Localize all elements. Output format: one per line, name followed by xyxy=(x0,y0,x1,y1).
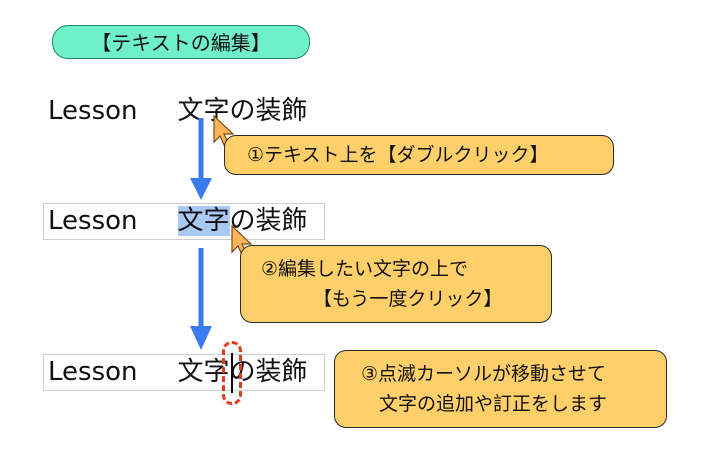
step3-textbox[interactable] xyxy=(43,354,325,391)
callout-step2: ②編集したい文字の上で 【もう一度クリック】 xyxy=(240,245,552,323)
arrow-down-icon xyxy=(190,118,212,200)
caret-highlight-ring xyxy=(222,341,242,405)
step2-word2: の装飾 xyxy=(229,206,308,236)
arrow-down-icon xyxy=(190,248,212,350)
callout-step3-line1: ③点滅カーソルが移動させて xyxy=(361,363,607,385)
step3-word2: の装飾 xyxy=(229,357,308,387)
step2-selected-word: 文字 xyxy=(177,206,230,236)
step3-prefix: Lesson xyxy=(48,357,138,387)
title-pill: 【テキストの編集】 xyxy=(52,25,310,59)
step1-word2: の装飾 xyxy=(229,96,308,126)
callout-step1: ①テキスト上を【ダブルクリック】 xyxy=(224,135,614,175)
step1-prefix: Lesson xyxy=(48,96,138,126)
step1-text[interactable]: Lesson 文字の装飾 xyxy=(48,94,308,128)
callout-step2-line1: ②編集したい文字の上で xyxy=(261,258,469,280)
text-caret xyxy=(231,353,233,393)
callout-step3-line2: 文字の追加や訂正をします xyxy=(379,393,608,415)
step3-word1: 文字 xyxy=(177,357,230,387)
callout-step3: ③点滅カーソルが移動させて 文字の追加や訂正をします xyxy=(334,350,667,428)
step1-word1: 文字 xyxy=(177,96,230,126)
title-label: 【テキストの編集】 xyxy=(91,31,271,55)
callout-step1-text: ①テキスト上を【ダブルクリック】 xyxy=(247,144,549,166)
step2-text[interactable]: Lesson 文字の装飾 xyxy=(48,204,308,238)
step3-text[interactable]: Lesson 文字の装飾 xyxy=(48,355,308,389)
step2-prefix: Lesson xyxy=(48,206,138,236)
callout-step2-line2: 【もう一度クリック】 xyxy=(313,288,503,310)
